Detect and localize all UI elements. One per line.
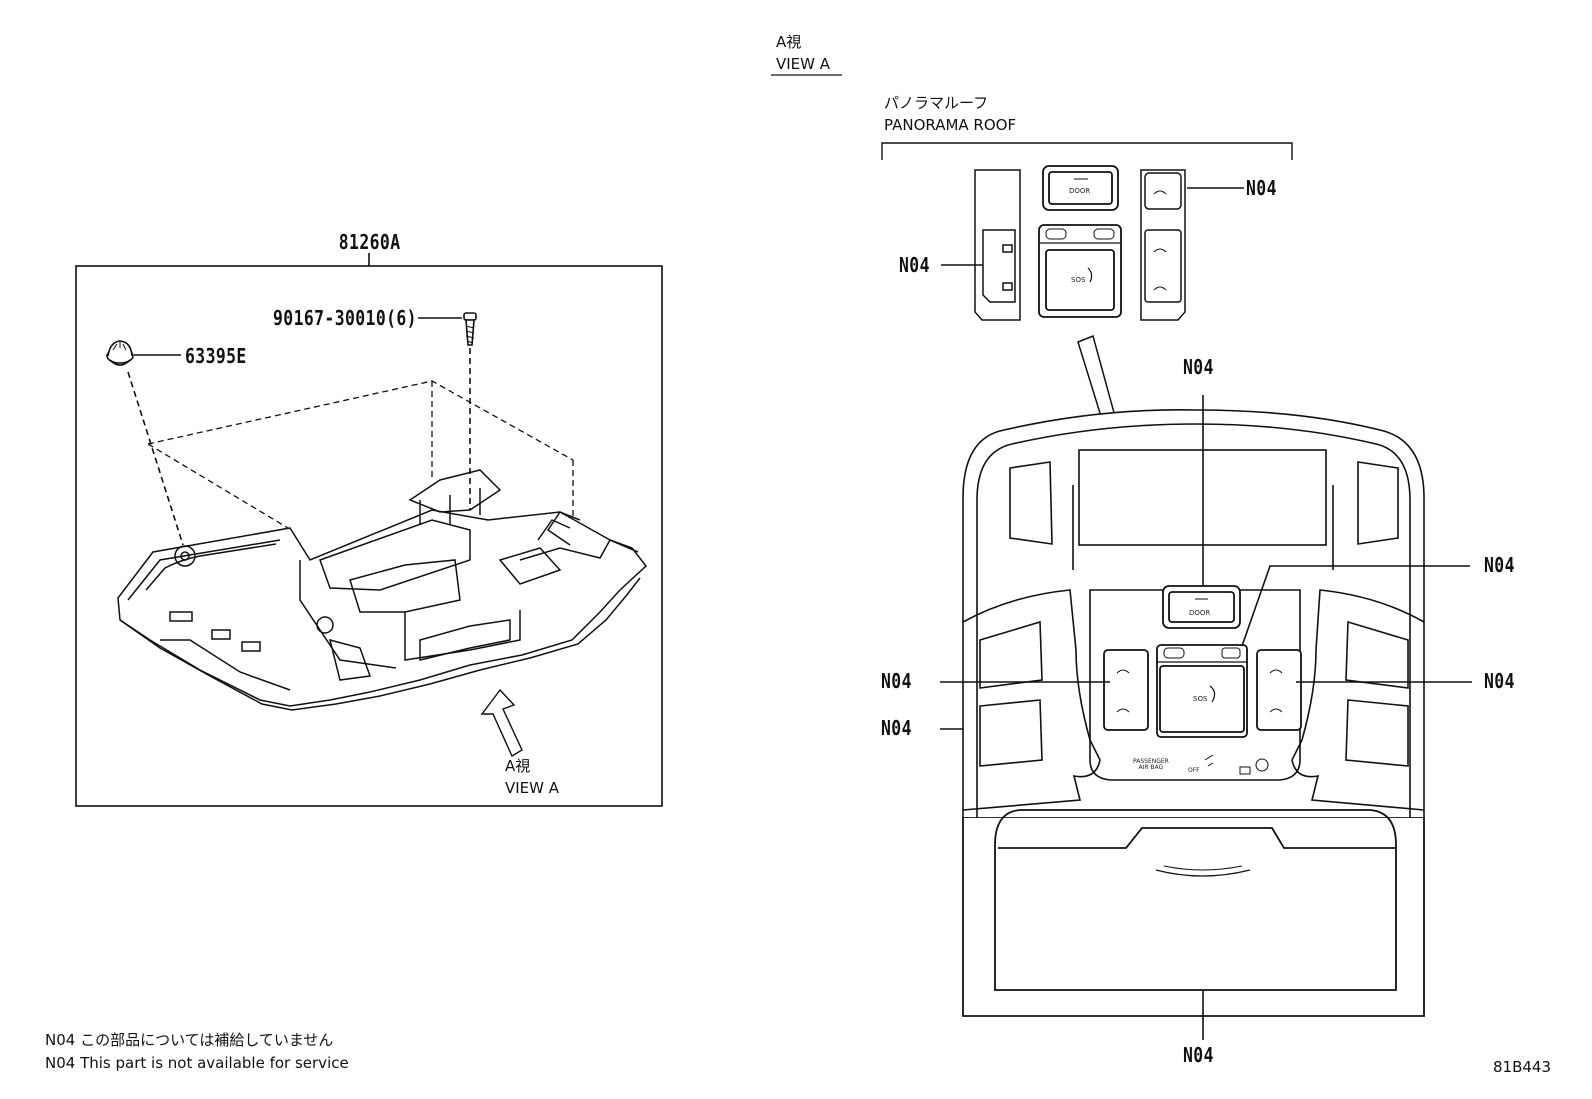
view-a-header-en: VIEW A [776, 55, 831, 73]
panorama-roof-bracket [881, 142, 1293, 160]
panorama-switch-right [1140, 169, 1186, 321]
view-a-header: A視 VIEW A [776, 31, 830, 75]
n04-callout-door[interactable]: N04 [1183, 355, 1214, 379]
assembly-part-number[interactable]: 81260A [338, 230, 401, 254]
console-door-button [1162, 585, 1241, 629]
panorama-roof-en: PANORAMA ROOF [884, 116, 1017, 134]
view-a-label-left: A視 VIEW A [505, 755, 559, 799]
passenger-airbag-line1: PASSENGER [1133, 758, 1169, 765]
screw-part-number[interactable]: 90167-30010(6) [273, 306, 417, 330]
n04-callout-top-left[interactable]: N04 [899, 253, 930, 277]
console-sos-label: SOS [1193, 695, 1208, 703]
panorama-door-label: DOOR [1069, 187, 1091, 195]
n04-callout-right-switch[interactable]: N04 [1484, 669, 1515, 693]
view-a-header-ja: A視 [776, 33, 802, 51]
figure-code: 81B443 [1493, 1058, 1552, 1076]
view-a-arrow-left [480, 688, 523, 758]
panorama-sos-module [1038, 224, 1122, 318]
n04-callout-console-left[interactable]: N04 [881, 716, 912, 740]
clip-axis [127, 371, 184, 546]
n04-leader-upper-right [1241, 565, 1470, 647]
screw-icon [463, 312, 477, 346]
airbag-off-label: OFF [1188, 767, 1200, 774]
footnote-english: N04 This part is not available for servi… [45, 1054, 349, 1072]
console-switch-left [1103, 649, 1149, 731]
clip-icon [106, 340, 134, 366]
overhead-console-assembly [117, 469, 648, 711]
view-a-left-ja: A視 [505, 757, 531, 775]
passenger-airbag-line2: AIR BAG [1138, 764, 1164, 771]
view-a-left-en: VIEW A [505, 779, 560, 797]
panorama-sos-label: SOS [1071, 276, 1086, 284]
n04-callout-top-right[interactable]: N04 [1246, 176, 1277, 200]
footnote-japanese: N04 この部品については補給していません [45, 1031, 334, 1049]
n04-callout-bottom[interactable]: N04 [1183, 1043, 1214, 1067]
n04-callout-upper-right[interactable]: N04 [1484, 553, 1515, 577]
console-sos-module [1156, 644, 1248, 738]
panorama-door-button [1042, 165, 1119, 211]
panorama-roof-ja: パノラマルーフ [884, 94, 989, 112]
sunglass-holder [962, 809, 1425, 1017]
console-door-label: DOOR [1189, 609, 1211, 617]
clip-part-number[interactable]: 63395E [185, 344, 247, 368]
console-switch-right [1256, 649, 1302, 731]
n04-callout-left-switch[interactable]: N04 [881, 669, 912, 693]
panorama-roof-label: パノラマルーフ PANORAMA ROOF [884, 92, 1016, 136]
passenger-airbag-label: PASSENGER AIR BAG [1133, 759, 1169, 771]
airbag-indicator-icons [1204, 754, 1269, 775]
panorama-switch-left [974, 169, 1021, 321]
